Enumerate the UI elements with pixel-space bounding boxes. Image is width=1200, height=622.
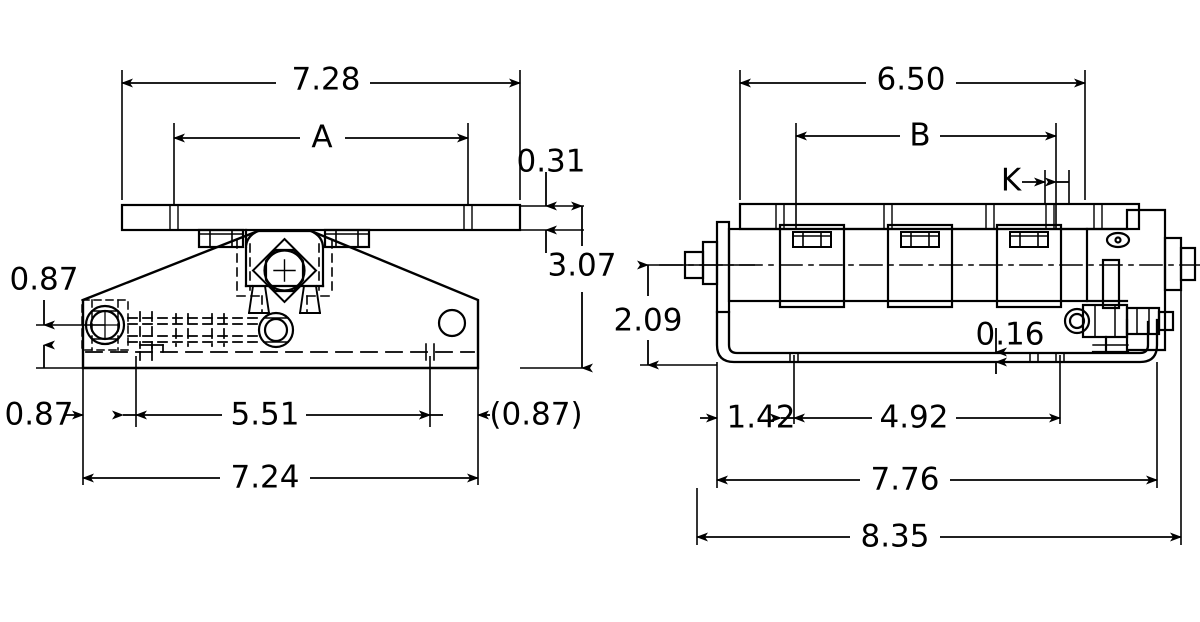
triangular-bracket-body xyxy=(81,229,480,370)
roller-1-bolt-head xyxy=(792,231,832,248)
dim-A xyxy=(173,123,469,205)
roller-3-bolt-head xyxy=(1009,231,1049,248)
bracket-bottom-small-detail xyxy=(139,344,164,361)
dim-0-87-vertical xyxy=(36,300,105,369)
dim-K xyxy=(1022,170,1070,204)
dim-8-35 xyxy=(696,290,1182,545)
right-end-bracket xyxy=(1085,208,1197,352)
dim-1-42 xyxy=(700,355,795,424)
roller-segment-1 xyxy=(778,223,846,309)
dim-label-8-35: 8.35 xyxy=(860,519,929,555)
dim-label-0-16: 0.16 xyxy=(975,317,1044,353)
roller-segment-3 xyxy=(995,223,1063,309)
center-lower-bolt xyxy=(257,311,295,349)
dim-label-5-51: 5.51 xyxy=(230,397,299,433)
dim-7-28 xyxy=(121,70,521,200)
dim-label-B: B xyxy=(909,118,930,154)
side-top-plate xyxy=(738,202,1141,231)
dim-label-2-09: 2.09 xyxy=(613,303,682,339)
bracket-right-tick xyxy=(425,343,435,361)
dim-label-6-50: 6.50 xyxy=(876,62,945,98)
dim-label-0-87-right-ref: (0.87) xyxy=(489,397,582,433)
dim-6-50 xyxy=(739,70,1086,200)
frame-rail-ticks xyxy=(789,352,1065,363)
dim-label-7-28: 7.28 xyxy=(291,62,360,98)
dim-label-7-76: 7.76 xyxy=(870,462,939,498)
center-vertical-strut xyxy=(1101,258,1121,310)
center-swivel-block xyxy=(244,228,325,304)
swivel-hidden-edges xyxy=(236,239,333,313)
u-frame-rail xyxy=(715,310,1159,364)
right-view-dimensions xyxy=(637,70,1182,545)
dim-7-76 xyxy=(716,362,1158,488)
roller-segment-2 xyxy=(886,223,954,309)
plate-bolt-head-left xyxy=(197,228,245,249)
dim-label-0-87-left: 0.87 xyxy=(4,397,73,433)
threaded-rod-hidden-lines xyxy=(127,311,263,349)
dim-label-3-07: 3.07 xyxy=(547,248,616,284)
dim-label-7-24: 7.24 xyxy=(230,460,299,496)
right-view-geometry xyxy=(659,202,1200,364)
left-view-dimensions xyxy=(36,70,593,485)
dim-label-A: A xyxy=(311,120,332,156)
dim-0-87-right-ref xyxy=(419,368,490,427)
dim-label-1-42: 1.42 xyxy=(726,400,795,436)
dim-label-0-31: 0.31 xyxy=(516,144,585,180)
dim-4-92 xyxy=(793,355,1061,424)
top-mounting-plate xyxy=(120,203,522,232)
dim-3-07 xyxy=(520,201,593,373)
dim-label-0-87-vertical: 0.87 xyxy=(9,262,78,298)
dim-7-24 xyxy=(82,427,479,485)
swivel-lower-outline xyxy=(247,284,322,315)
dim-label-4-92: 4.92 xyxy=(879,400,948,436)
dim-2-09 xyxy=(637,260,755,370)
dim-label-K: K xyxy=(1001,163,1022,199)
left-view-geometry xyxy=(81,203,522,370)
bracket-right-hole xyxy=(437,308,467,338)
dim-B xyxy=(795,123,1057,229)
roller-2-bolt-head xyxy=(900,231,940,248)
